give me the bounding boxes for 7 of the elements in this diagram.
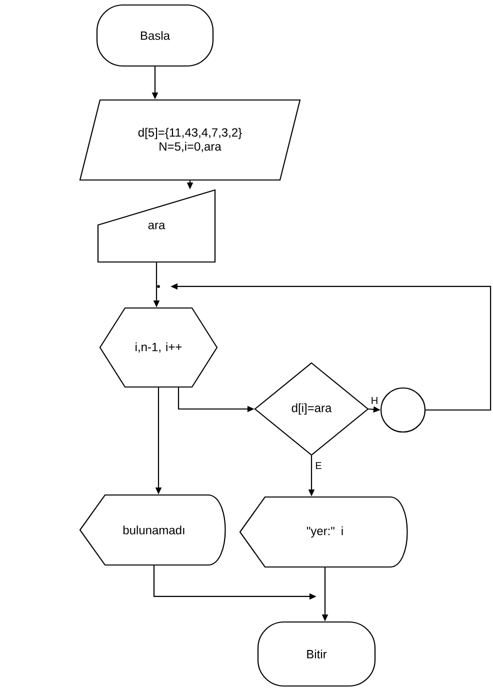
input-parallelogram: d[5]={11,43,4,7,3,2} N=5,i=0,ara: [79, 99, 301, 181]
start-terminator: Basla: [96, 4, 214, 67]
edge-label: H: [372, 397, 378, 404]
loop-hexagon: i,n-1, i++: [99, 307, 218, 388]
connector-circle: [380, 387, 426, 433]
edge-label: E: [316, 462, 322, 469]
end-terminator: Bitir: [257, 621, 376, 687]
